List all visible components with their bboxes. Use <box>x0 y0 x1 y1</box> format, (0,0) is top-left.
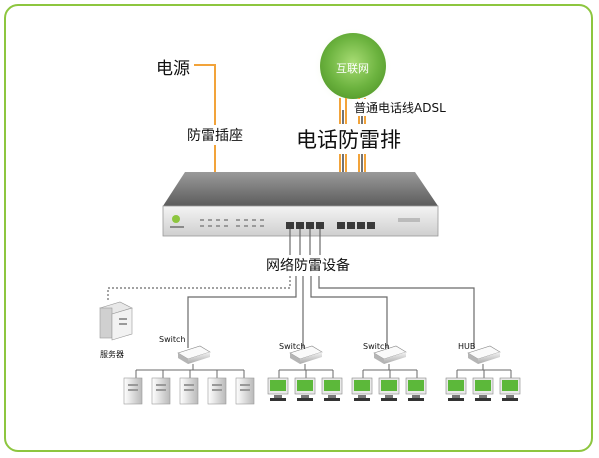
switch-2-icon <box>289 345 323 364</box>
switch-3-label: Switch <box>363 342 390 351</box>
surge-socket-label: 防雷插座 <box>185 125 245 145</box>
switch-3-icon <box>373 345 407 364</box>
power-label: 电源 <box>156 59 190 79</box>
internet-label: 互联网 <box>336 62 369 75</box>
switch-1-icon <box>177 345 211 364</box>
power-line <box>194 64 216 180</box>
server-label: 服务器 <box>100 350 124 359</box>
switch-2-links <box>278 364 334 378</box>
adsl-line-label: 普通电话线ADSL <box>352 99 448 116</box>
switch-3-links <box>362 364 418 378</box>
hub-icon <box>467 345 501 364</box>
protector-device <box>162 172 439 237</box>
phone-protector-label: 电话防雷排 <box>294 124 403 154</box>
switch-2-pcs <box>267 377 343 401</box>
hub-links <box>456 364 512 378</box>
switch-2-label: Switch <box>279 342 306 351</box>
switch-1-links <box>135 364 245 378</box>
switch-1-pcs <box>123 377 255 405</box>
switch-3-pcs <box>351 377 427 401</box>
network-cables <box>107 229 475 348</box>
network-protector-label: 网络防雷设备 <box>264 255 352 275</box>
server-icon <box>99 301 133 341</box>
internet-globe <box>313 27 393 107</box>
switch-1-label: Switch <box>159 335 186 344</box>
hub-pcs <box>445 377 521 401</box>
hub-label: HUB <box>458 342 476 351</box>
